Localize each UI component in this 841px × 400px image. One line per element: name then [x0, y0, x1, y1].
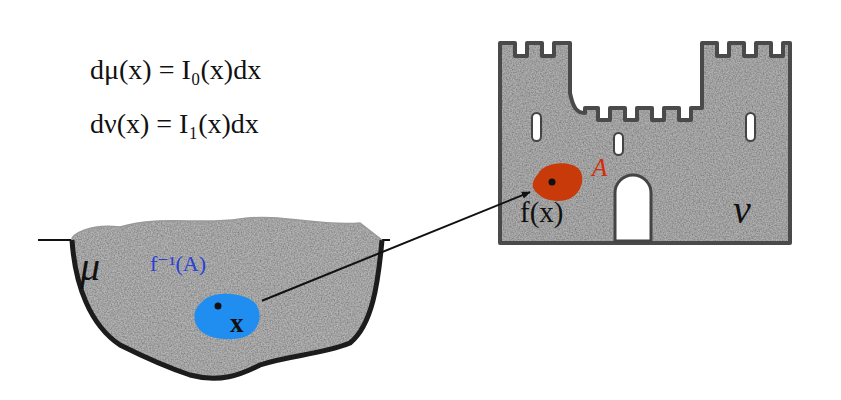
- castle-fill: [500, 43, 790, 243]
- castle-window: [614, 133, 623, 155]
- red-blob: [533, 163, 583, 201]
- image-label: f(x): [520, 198, 563, 227]
- measure-symbol: μ: [80, 247, 100, 287]
- rubble-edge: [72, 217, 382, 240]
- castle-window: [746, 113, 755, 141]
- point-dot: [215, 303, 222, 310]
- pit-region: μf⁻¹(A)x: [60, 205, 395, 385]
- preimage-blob: f⁻¹(A)x: [192, 290, 262, 340]
- set-label: A: [592, 155, 607, 180]
- preimage-label: f⁻¹(A): [150, 253, 206, 275]
- point-label: x: [230, 310, 244, 337]
- node-outline: [192, 290, 262, 340]
- point-dot: [549, 179, 556, 186]
- node-outline: [530, 160, 585, 202]
- equation: dμ(x) = I₀(x)dx: [90, 56, 261, 84]
- castle-outline: [500, 43, 790, 243]
- pit-fill: [72, 217, 382, 378]
- equation: dν(x) = I₁(x)dx: [90, 110, 259, 138]
- castle-door: [615, 175, 651, 241]
- blue-blob: [195, 294, 260, 340]
- arrow-connector: [262, 192, 530, 301]
- pit-outline: [72, 240, 382, 378]
- image-blob: Af(x): [530, 160, 585, 202]
- measure-symbol: ν: [733, 190, 751, 230]
- castle-window: [532, 113, 541, 141]
- castle-region: ν Af(x): [495, 38, 795, 248]
